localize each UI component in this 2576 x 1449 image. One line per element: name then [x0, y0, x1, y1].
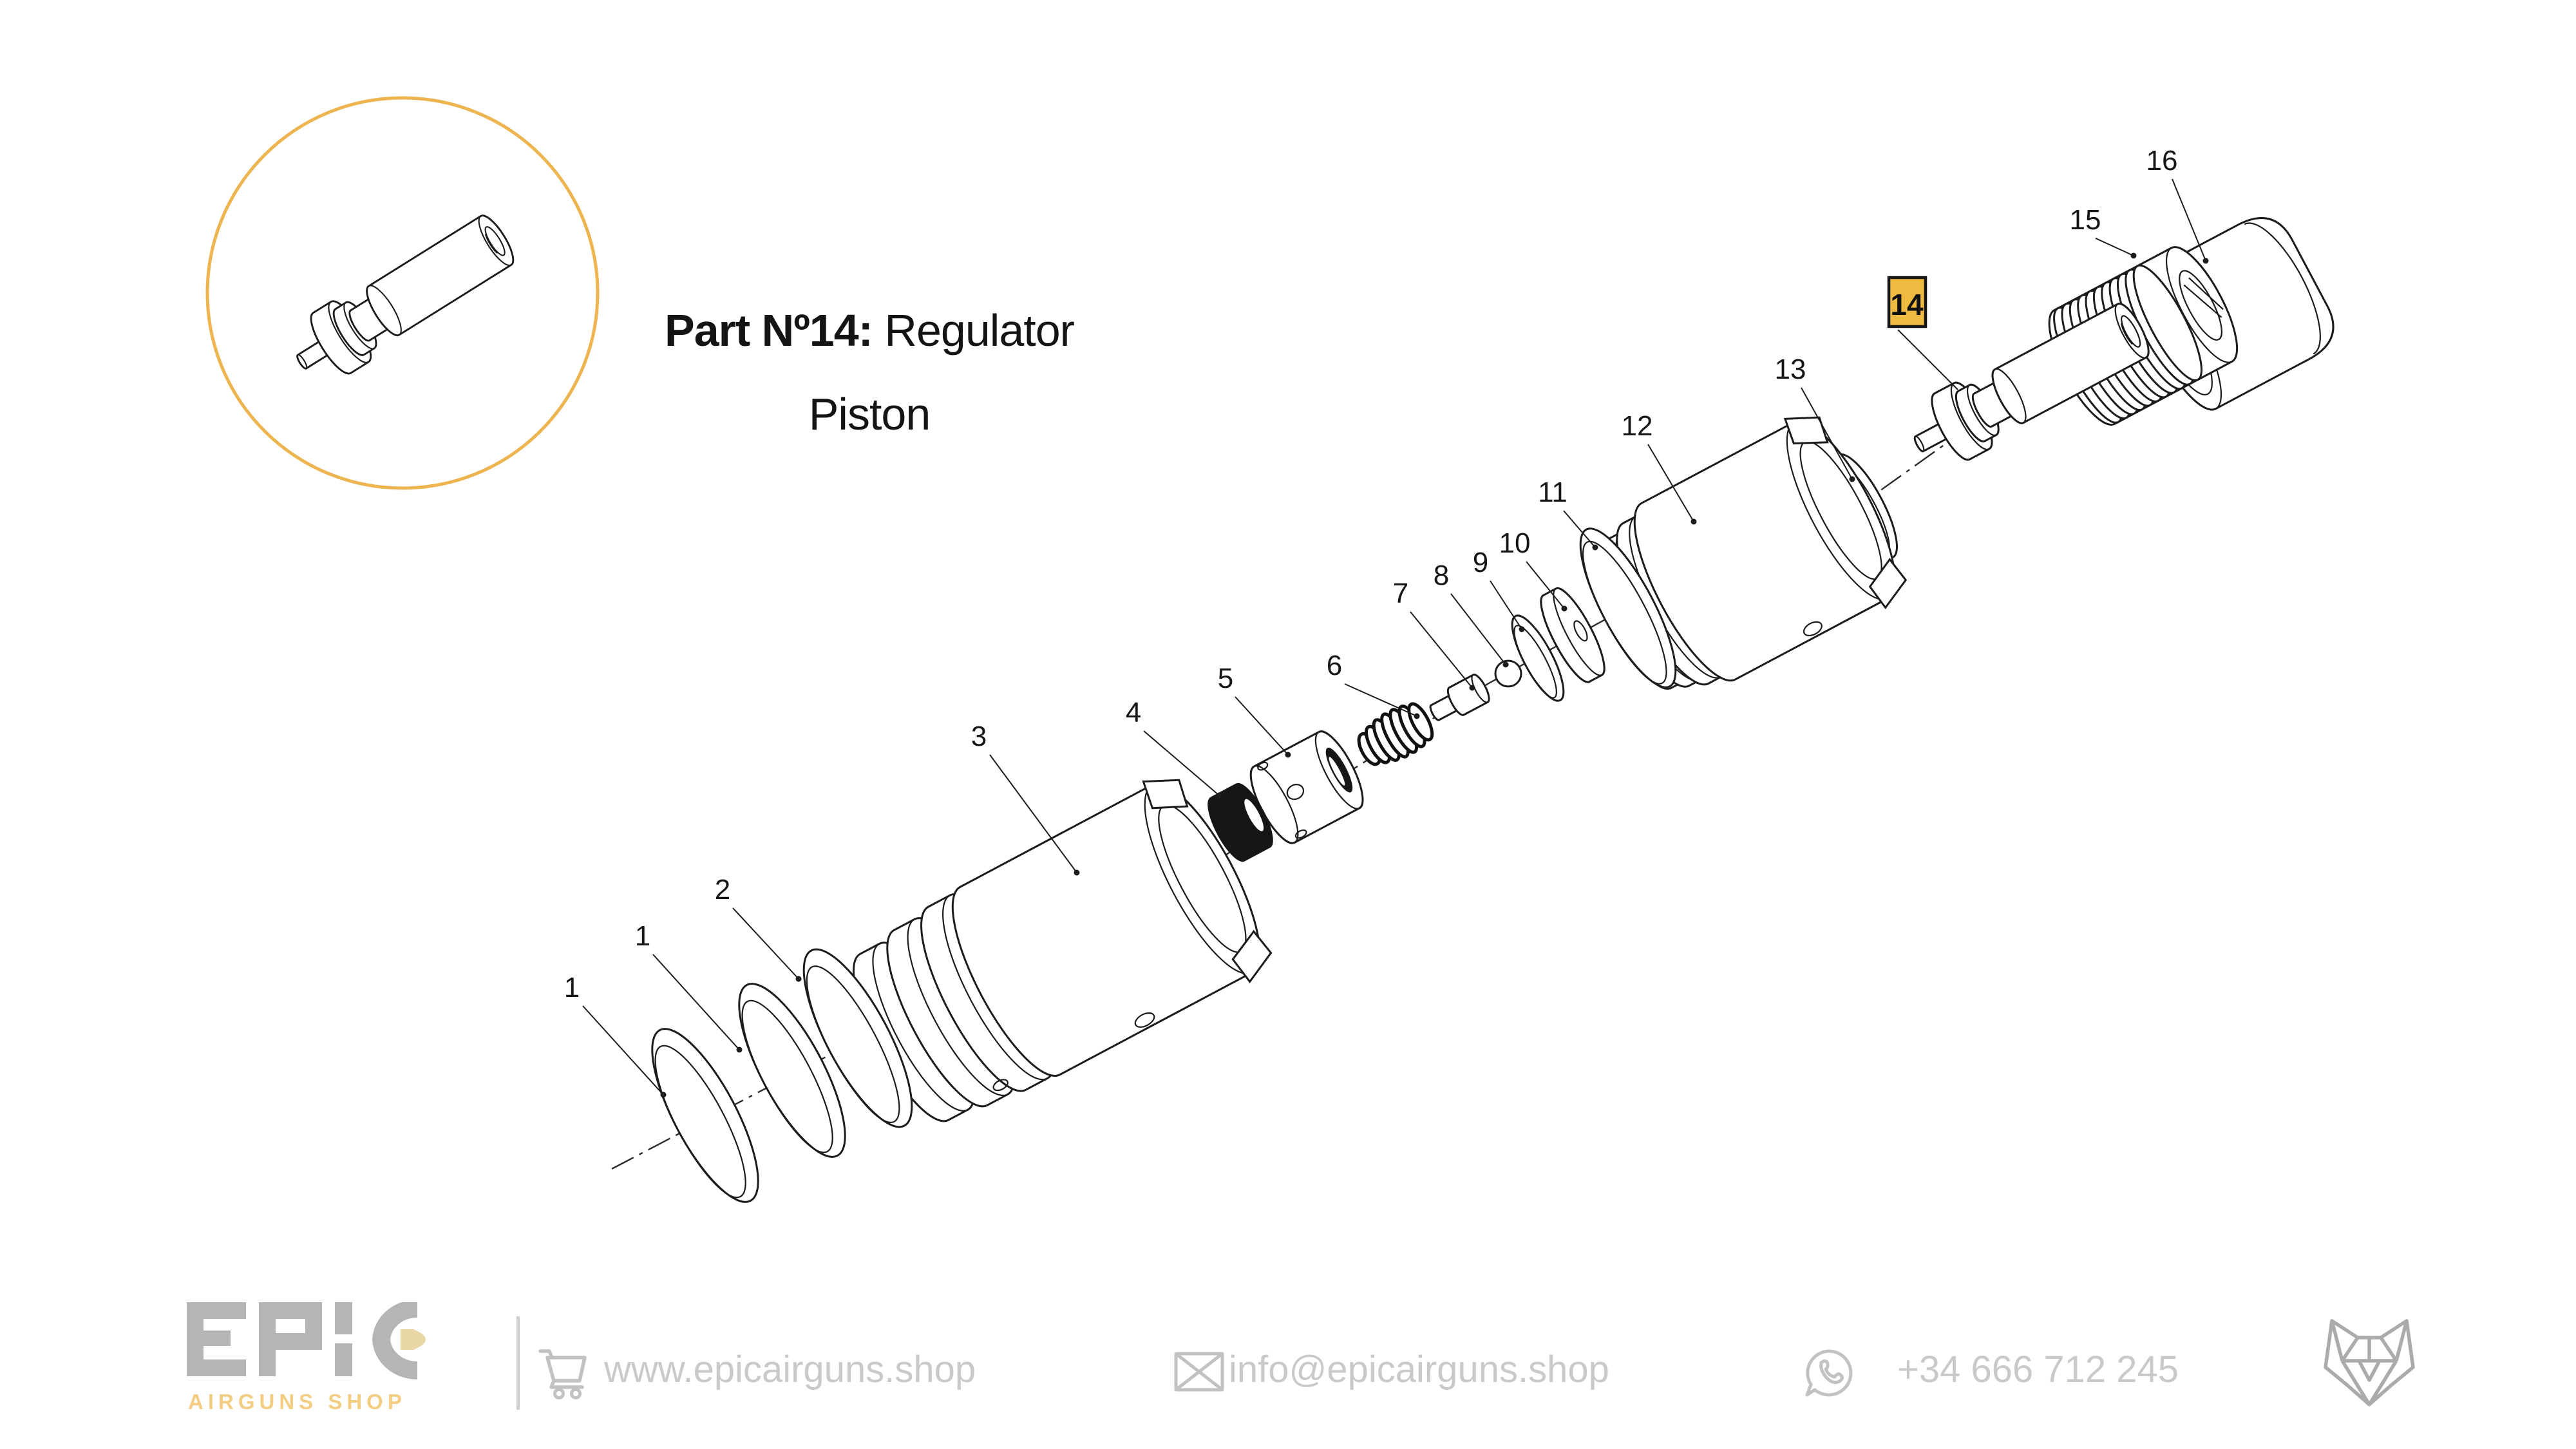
callout-label: 5 — [1218, 663, 1233, 694]
part-14-highlight-badge: 14 — [1887, 276, 1958, 390]
callout-label: 10 — [1499, 527, 1531, 559]
footer-divider — [516, 1316, 520, 1410]
website-link[interactable]: www.epicairguns.shop — [604, 1349, 976, 1390]
callout-label: 4 — [1126, 697, 1141, 728]
callout-label: 11 — [1538, 477, 1567, 508]
part-5-valve-seat — [1249, 730, 1364, 844]
epic-logo-letters — [187, 1302, 352, 1376]
callout-13: 13 — [1775, 354, 1855, 482]
part-11-o-ring — [1579, 527, 1677, 688]
part-4-knurled-ring — [1208, 783, 1273, 862]
page-title: Part Nº14: Regulator Piston — [657, 289, 1082, 456]
callout-16: 16 — [2146, 145, 2209, 264]
callout-8: 8 — [1434, 560, 1509, 668]
callout-3: 3 — [971, 721, 1080, 876]
highlighted-part-number: 14 — [1890, 288, 1924, 321]
callout-label: 1 — [635, 920, 650, 952]
callout-label: 9 — [1473, 547, 1488, 578]
part-3-main-body — [852, 779, 1273, 1122]
part-7-valve-pin — [1429, 674, 1490, 721]
callout-label: 2 — [715, 874, 730, 905]
envelope-icon — [1174, 1352, 1224, 1392]
callout-6: 6 — [1327, 650, 1420, 719]
callout-label: 13 — [1775, 354, 1806, 385]
phone-link[interactable]: +34 666 712 245 — [1897, 1349, 2179, 1390]
callout-label: 3 — [971, 721, 987, 752]
callout-label: 8 — [1434, 560, 1449, 591]
callout-12: 12 — [1622, 410, 1697, 525]
callout-7: 7 — [1393, 578, 1475, 691]
epic-logo — [187, 1302, 426, 1379]
callout-label: 15 — [2070, 204, 2101, 236]
callout-2: 2 — [715, 874, 802, 982]
inset-detail-circle — [205, 96, 600, 490]
callout-1a: 1 — [564, 972, 667, 1098]
callout-4: 4 — [1126, 697, 1222, 799]
callout-11: 11 — [1538, 477, 1598, 551]
part-1b-washer — [738, 983, 846, 1158]
email-link[interactable]: info@epicairguns.shop — [1229, 1349, 1609, 1390]
callout-1b: 1 — [635, 920, 743, 1053]
callout-10: 10 — [1499, 527, 1567, 612]
wolf-head-icon — [2324, 1319, 2415, 1406]
callout-label: 12 — [1622, 410, 1653, 442]
part-1a-washer — [651, 1028, 759, 1203]
callout-9: 9 — [1473, 547, 1525, 632]
bullet-icon — [401, 1329, 426, 1350]
callout-label: 7 — [1393, 578, 1408, 609]
callout-label: 16 — [2146, 145, 2178, 176]
callout-15: 15 — [2070, 204, 2137, 259]
part-name: Regulator Piston — [808, 305, 1075, 440]
epic-logo-c — [372, 1302, 418, 1379]
part-8-ball — [1494, 659, 1522, 688]
part-9-washer — [1511, 614, 1565, 702]
cart-icon — [538, 1349, 587, 1399]
part-6-spring — [1357, 702, 1434, 766]
callout-label: 6 — [1327, 650, 1342, 681]
part-10-washer — [1540, 587, 1605, 683]
part-number-label: Part Nº14: — [665, 305, 873, 355]
callout-5: 5 — [1218, 663, 1291, 758]
part-2-washer — [802, 948, 913, 1128]
whatsapp-icon — [1805, 1349, 1853, 1397]
callout-label: 1 — [564, 972, 580, 1003]
logo-tagline: AIRGUNS SHOP — [188, 1390, 406, 1414]
